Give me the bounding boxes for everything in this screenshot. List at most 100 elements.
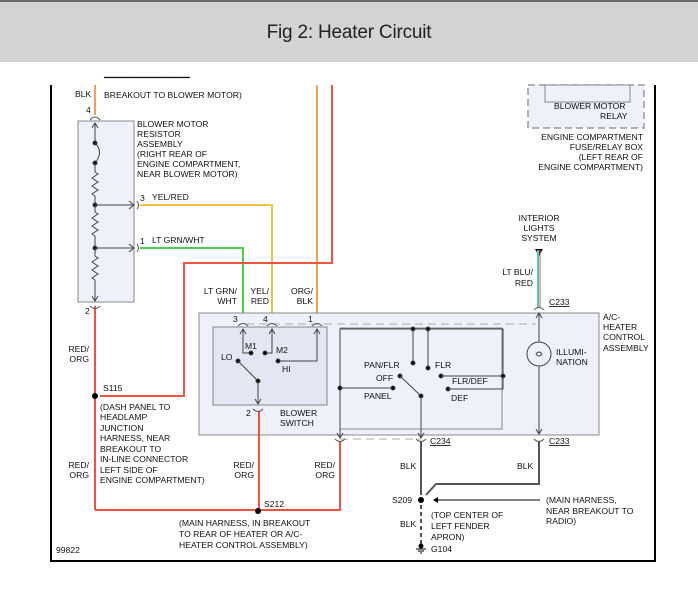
svg-text:(RIGHT REAR OF: (RIGHT REAR OF	[137, 149, 207, 159]
switch-pos-m2: M2	[276, 345, 288, 355]
connector-c233-bottom-icon	[533, 438, 545, 442]
mode-switch-internals	[336, 326, 506, 439]
connector-1-icon	[136, 243, 139, 253]
svg-text:FUSE/RELAY BOX: FUSE/RELAY BOX	[570, 142, 643, 152]
svg-text:NEAR BREAKOUT TO: NEAR BREAKOUT TO	[546, 506, 634, 516]
svg-text:RED/: RED/	[233, 460, 254, 470]
svg-text:RED/: RED/	[68, 460, 89, 470]
svg-text:WHT: WHT	[217, 296, 237, 306]
svg-text:HEATER: HEATER	[603, 322, 637, 332]
control-assembly-label: A/C- HEATER CONTROL ASSEMBLY	[603, 312, 649, 353]
svg-text:(TOP CENTER OF: (TOP CENTER OF	[431, 510, 503, 520]
svg-text:ASSEMBLY: ASSEMBLY	[603, 343, 649, 353]
blower-switch-pin-2: 2	[246, 408, 251, 418]
connector-c233-top: C233	[549, 297, 570, 307]
wire-label-red-org-1: RED/ ORG	[68, 344, 89, 364]
svg-text:YEL/: YEL/	[250, 286, 269, 296]
svg-text:HEADLAMP: HEADLAMP	[100, 412, 148, 422]
connector-pin3-icon	[237, 323, 249, 327]
splice-s209-note: (TOP CENTER OF LEFT FENDER APRON)	[431, 510, 503, 542]
svg-text:3: 3	[233, 314, 238, 324]
fuse-relay-box-label: ENGINE COMPARTMENT FUSE/RELAY BOX (LEFT …	[538, 132, 643, 172]
mode-off: OFF	[376, 373, 393, 383]
svg-text:4: 4	[263, 314, 268, 324]
wire-label-red-org-3: RED/ ORG	[233, 460, 254, 480]
svg-text:A/C-: A/C-	[603, 312, 620, 322]
switch-wire-labels: LT GRN/ WHT YEL/ RED ORG/ BLK	[204, 286, 314, 306]
ground-g104: G104	[431, 544, 452, 554]
svg-text:1: 1	[308, 314, 313, 324]
connector-c234b-icon	[415, 438, 427, 442]
wire-label-blk-3: BLK	[400, 519, 417, 529]
svg-text:TO REAR OF HEATER OR A/C-: TO REAR OF HEATER OR A/C-	[179, 529, 302, 539]
svg-text:HARNESS, NEAR: HARNESS, NEAR	[100, 433, 170, 443]
resistor-pin-1: 1	[140, 236, 145, 246]
svg-text:ORG: ORG	[234, 470, 254, 480]
svg-text:RED: RED	[515, 278, 533, 288]
mode-pan-flr: PAN/FLR	[364, 360, 400, 370]
arrow-up-icon	[535, 312, 543, 319]
connector-pin1-icon	[311, 323, 323, 327]
blower-motor-relay	[544, 84, 631, 103]
mode-def: DEF	[451, 393, 468, 403]
svg-text:SYSTEM: SYSTEM	[521, 233, 556, 243]
mode-flr-def: FLR/DEF	[452, 376, 488, 386]
splice-s212-dot	[255, 508, 261, 514]
svg-text:NEAR BLOWER MOTOR): NEAR BLOWER MOTOR)	[137, 169, 238, 179]
switch-pos-m1: M1	[245, 341, 257, 351]
svg-text:LT GRN/: LT GRN/	[204, 286, 238, 296]
svg-text:JUNCTION: JUNCTION	[100, 423, 143, 433]
figure-number: 99822	[56, 545, 80, 555]
splice-s209: S209	[392, 495, 412, 505]
resistor-pin-4: 4	[86, 105, 91, 115]
wire-label-lt-blu-red: LT BLU/ RED	[502, 267, 533, 288]
svg-text:ENGINE COMPARTMENT,: ENGINE COMPARTMENT,	[137, 159, 240, 169]
connector-c233-top-icon	[533, 307, 545, 311]
blower-switch-label-2: SWITCH	[280, 418, 314, 428]
svg-text:HEATER CONTROL ASSEMBLY): HEATER CONTROL ASSEMBLY)	[179, 540, 308, 550]
connector-pin4-icon	[266, 323, 278, 327]
svg-text:(MAIN HARNESS, IN BREAKOUT: (MAIN HARNESS, IN BREAKOUT	[179, 518, 311, 528]
wire-red-org-mode	[259, 442, 341, 511]
illumination-label-2: NATION	[556, 357, 588, 367]
svg-text:LIGHTS: LIGHTS	[523, 223, 554, 233]
svg-text:IN-LINE CONNECTOR: IN-LINE CONNECTOR	[100, 454, 188, 464]
arrow-down-icon-2	[535, 428, 543, 435]
wire-yel-red	[140, 204, 273, 322]
wire-label-yel-red: YEL/RED	[152, 192, 189, 202]
svg-text:LEFT FENDER: LEFT FENDER	[431, 521, 490, 531]
connector-c233-bottom: C233	[549, 436, 570, 446]
connector-bs-pin2-icon	[252, 408, 264, 412]
resistor-pin-3: 3	[140, 193, 145, 203]
resistor-assembly-internals	[91, 122, 135, 302]
svg-text:ENGINE COMPARTMENT: ENGINE COMPARTMENT	[541, 132, 644, 142]
svg-text:RED: RED	[251, 296, 269, 306]
wire-label-blk-1: BLK	[400, 461, 417, 471]
resistor-pin-2: 2	[85, 306, 90, 316]
relay-label-1: BLOWER MOTOR	[554, 101, 625, 111]
bulb-filament-icon	[535, 351, 543, 357]
wire-blk-c233	[425, 442, 540, 496]
connector-4-icon	[89, 116, 101, 121]
svg-text:RED/: RED/	[314, 460, 335, 470]
svg-text:ENGINE COMPARTMENT): ENGINE COMPARTMENT)	[538, 162, 643, 172]
interior-lights-label: INTERIOR LIGHTS SYSTEM	[518, 213, 559, 243]
splice-s115-dot	[92, 393, 98, 399]
switch-pins: 3 4 1	[233, 314, 313, 324]
blower-switch-box	[212, 326, 328, 406]
illumination-label-1: ILLUMI-	[556, 347, 587, 357]
harness-note: (MAIN HARNESS, NEAR BREAKOUT TO RADIO)	[546, 495, 634, 526]
connector-resistor-pin2-icon	[89, 305, 101, 309]
svg-text:ORG: ORG	[69, 354, 89, 364]
figure-title: Fig 2: Heater Circuit	[266, 22, 432, 43]
figure-header: Fig 2: Heater Circuit	[0, 0, 698, 62]
svg-text:ORG: ORG	[69, 470, 89, 480]
svg-text:LT BLU/: LT BLU/	[502, 267, 533, 277]
wire-red-org-feed	[100, 85, 333, 397]
splice-s212: S212	[264, 499, 284, 509]
svg-text:RED/: RED/	[68, 344, 89, 354]
svg-text:ORG/: ORG/	[291, 286, 314, 296]
arrow-left-icon	[433, 497, 438, 503]
svg-text:CONTROL: CONTROL	[603, 332, 645, 342]
connector-c234a-icon	[334, 438, 346, 442]
